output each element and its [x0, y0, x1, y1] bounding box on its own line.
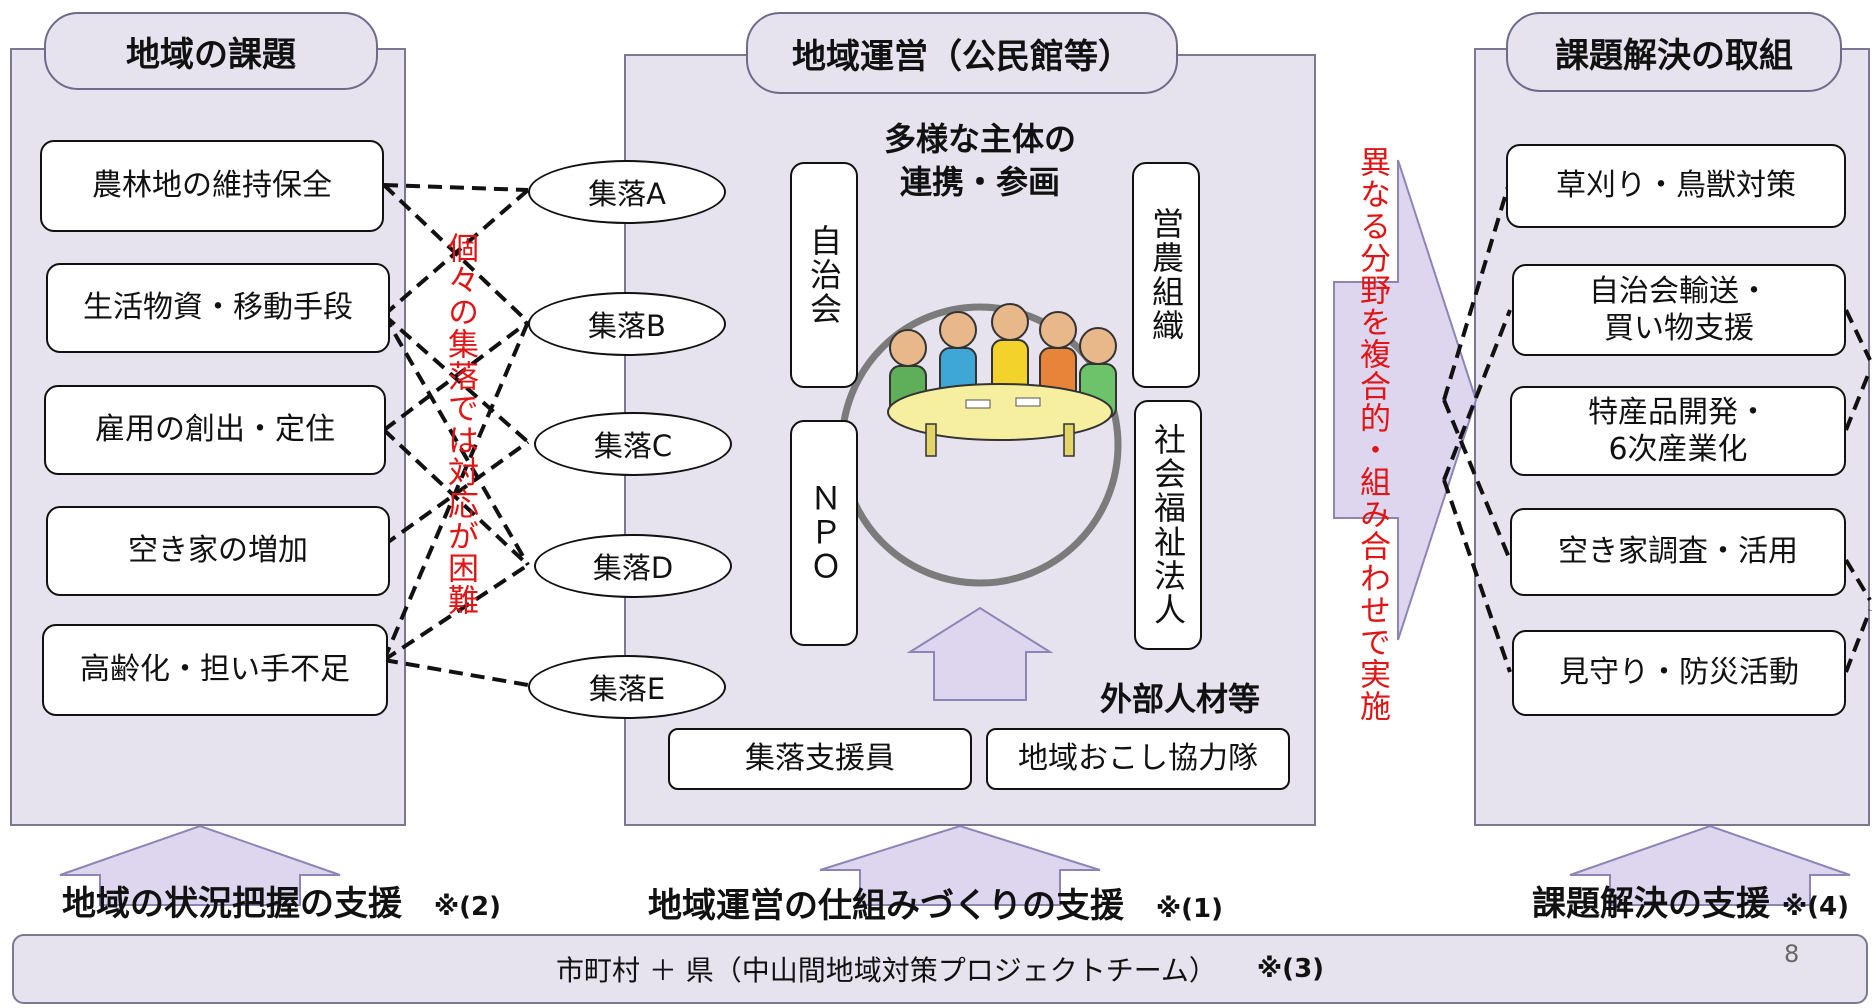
external-item-box: 地域おこし協力隊	[986, 728, 1290, 790]
support-label-center: 地域運営の仕組みづくりの支援 ※(1)	[648, 878, 1223, 927]
solution-box: 見守り・防災活動	[1512, 630, 1846, 716]
support-left-note: ※(2)	[433, 892, 501, 922]
actor-jichikai: 自治会	[790, 162, 858, 388]
solution-box: 草刈り・鳥獣対策	[1506, 144, 1846, 228]
support-right-text: 課題解決の支援	[1532, 884, 1770, 924]
issue-box: 空き家の増加	[46, 506, 390, 596]
village-difficulty-note: 個々の集落では対応が困難	[442, 232, 478, 616]
support-right-note: ※(4)	[1781, 892, 1849, 922]
support-center-note: ※(1)	[1155, 894, 1223, 924]
issue-box: 雇用の創出・定住	[44, 385, 386, 475]
external-item-box: 集落支援員	[668, 728, 972, 790]
actor-social-welfare: 社会福祉法人	[1134, 400, 1202, 650]
support-arrow-center	[819, 824, 1101, 906]
village-oval: 集落C	[534, 412, 732, 476]
solution-label-line2: 買い物支援	[1604, 311, 1754, 346]
support-arrow-right	[1569, 824, 1851, 906]
village-oval: 集落E	[528, 655, 726, 719]
actor-npo: ＮＰＯ	[790, 420, 858, 646]
solution-label: 空き家調査・活用	[1558, 534, 1798, 570]
actor-farming-org: 営農組織	[1132, 162, 1200, 388]
issue-box: 生活物資・移動手段	[46, 263, 390, 353]
solution-box: 自治会輸送・ 買い物支援	[1512, 264, 1846, 356]
regional-management-title: 地域運営（公民館等）	[746, 12, 1178, 94]
footer-note: ※(3)	[1256, 954, 1325, 984]
village-oval: 集落D	[534, 534, 732, 598]
solution-label: 草刈り・鳥獣対策	[1556, 168, 1796, 204]
village-oval: 集落A	[528, 160, 726, 224]
solution-label-line2: 6次産業化	[1608, 432, 1748, 467]
footer-text: 市町村 ＋ 県（中山間地域対策プロジェクトチーム）	[555, 954, 1217, 987]
solution-label: 見守り・防災活動	[1559, 655, 1799, 691]
village-oval: 集落B	[528, 292, 726, 356]
multi-field-note: 異なる分野を複合的・組み合わせで実施	[1354, 146, 1390, 722]
support-label-left: 地域の状況把握の支援 ※(2)	[62, 876, 501, 925]
center-heading-line2: 連携・参画	[899, 163, 1060, 202]
issues-panel-title: 地域の課題	[44, 12, 378, 90]
solutions-panel-title: 課題解決の取組	[1506, 12, 1842, 92]
issue-box: 高齢化・担い手不足	[42, 624, 388, 716]
solution-box: 空き家調査・活用	[1510, 508, 1846, 596]
external-talent-label: 外部人材等	[1100, 680, 1261, 718]
center-heading-line1: 多様な主体の	[883, 120, 1076, 158]
page-number: 8	[1784, 940, 1800, 968]
support-left-text: 地域の状況把握の支援	[62, 884, 402, 924]
solution-label-line1: 自治会輸送・	[1589, 273, 1769, 309]
footer-bar: 市町村 ＋ 県（中山間地域対策プロジェクトチーム） ※(3)	[12, 934, 1868, 1004]
support-label-right: 課題解決の支援 ※(4)	[1532, 876, 1849, 925]
solution-box: 特産品開発・ 6次産業化	[1510, 386, 1846, 476]
support-arrow-left	[59, 824, 341, 906]
solution-label-line1: 特産品開発・	[1588, 394, 1768, 430]
issue-box: 農林地の維持保全	[40, 140, 384, 232]
support-center-text: 地域運営の仕組みづくりの支援	[648, 886, 1124, 926]
center-heading: 多様な主体の 連携・参画	[850, 118, 1110, 204]
